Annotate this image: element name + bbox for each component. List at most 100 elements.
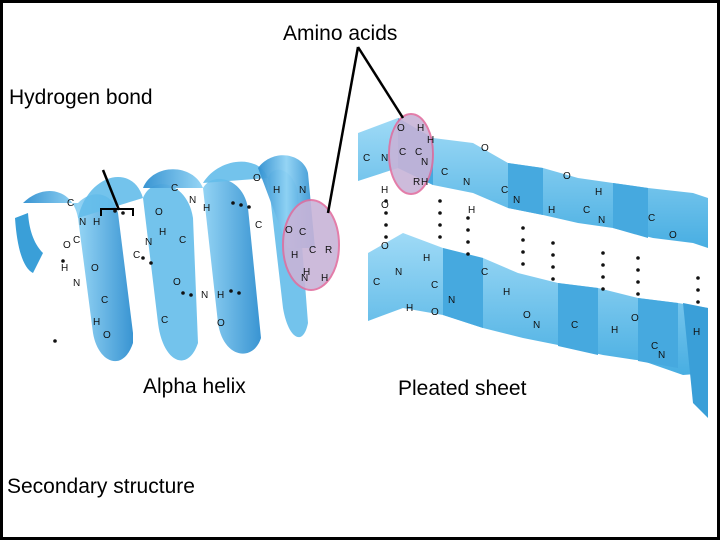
- atom-label: H: [159, 227, 166, 238]
- atom-label: O: [217, 318, 225, 329]
- atom-label: H: [93, 217, 100, 228]
- atom-label: C: [363, 153, 370, 164]
- atom-label: C: [583, 205, 590, 216]
- helix-hydrogen-bond-dots: [53, 201, 251, 343]
- atom-label: R: [325, 245, 332, 256]
- pleated-sheet-ribbons: [358, 118, 708, 418]
- atom-label: N: [381, 153, 388, 164]
- atom-label: N: [189, 195, 196, 206]
- atom-label: N: [301, 273, 308, 284]
- atom-label: O: [397, 123, 405, 134]
- atom-label: H: [421, 177, 428, 188]
- atom-label: O: [285, 225, 293, 236]
- alpha-helix-ribbon: [15, 155, 315, 362]
- atom-label: H: [468, 205, 475, 216]
- atom-label: H: [217, 290, 224, 301]
- atom-label: N: [463, 177, 470, 188]
- atom-label: N: [658, 350, 665, 361]
- atom-label: C: [73, 235, 80, 246]
- atom-label: N: [145, 237, 152, 248]
- atom-label: H: [303, 267, 310, 278]
- secondary-structure-label: Secondary structure: [7, 475, 195, 498]
- hydrogen-bond-bracket: [100, 208, 134, 216]
- atom-label: O: [155, 207, 163, 218]
- atom-label: H: [417, 123, 424, 134]
- atom-label: O: [63, 240, 71, 251]
- atom-label: H: [61, 263, 68, 274]
- atom-label: H: [693, 327, 700, 338]
- atom-label: N: [513, 195, 520, 206]
- atom-label: C: [431, 280, 438, 291]
- atom-label: N: [421, 157, 428, 168]
- atom-label: C: [648, 213, 655, 224]
- atom-label: C: [501, 185, 508, 196]
- alpha-helix-label: Alpha helix: [143, 375, 246, 398]
- amino-acid-highlight-sheet: [388, 113, 434, 195]
- atom-label: O: [173, 277, 181, 288]
- atom-label: C: [441, 167, 448, 178]
- atom-label: H: [273, 185, 280, 196]
- atom-label: H: [503, 287, 510, 298]
- atom-label: C: [67, 198, 74, 209]
- atom-label: H: [203, 203, 210, 214]
- sheet-hydrogen-bond-dots: [384, 199, 700, 304]
- atom-label: H: [423, 253, 430, 264]
- atom-label: O: [631, 313, 639, 324]
- atom-label: N: [598, 215, 605, 226]
- atom-label: N: [533, 320, 540, 331]
- atom-label: O: [481, 143, 489, 154]
- atom-label: C: [171, 183, 178, 194]
- hydrogen-bond-label: Hydrogen bond: [9, 86, 153, 109]
- atom-label: H: [548, 205, 555, 216]
- amino-acids-label: Amino acids: [283, 22, 398, 45]
- atom-label: O: [253, 173, 261, 184]
- pleated-sheet-label: Pleated sheet: [398, 377, 527, 400]
- atom-label: H: [595, 187, 602, 198]
- atom-label: N: [299, 185, 306, 196]
- atom-label: C: [101, 295, 108, 306]
- atom-label: O: [91, 263, 99, 274]
- hydrogen-bond-pointer: [101, 169, 121, 211]
- atom-label: C: [415, 147, 422, 158]
- atom-label: H: [93, 317, 100, 328]
- atom-label: C: [399, 147, 406, 158]
- atom-label: N: [448, 295, 455, 306]
- atom-label: H: [406, 303, 413, 314]
- atom-label: C: [133, 250, 140, 261]
- atom-label: C: [481, 267, 488, 278]
- atom-label: H: [381, 185, 388, 196]
- atom-label: H: [291, 250, 298, 261]
- atom-label: O: [381, 200, 389, 211]
- atom-label: O: [381, 241, 389, 252]
- atom-label: N: [73, 278, 80, 289]
- atom-label: H: [427, 135, 434, 146]
- atom-label: C: [161, 315, 168, 326]
- atom-label: O: [431, 307, 439, 318]
- atom-label: C: [571, 320, 578, 331]
- atom-label: C: [309, 245, 316, 256]
- atom-label: H: [611, 325, 618, 336]
- atom-label: C: [651, 341, 658, 352]
- atom-label: N: [79, 217, 86, 228]
- atom-label: N: [201, 290, 208, 301]
- atom-label: C: [373, 277, 380, 288]
- atom-label: R: [413, 177, 420, 188]
- atom-label: C: [299, 227, 306, 238]
- atom-label: O: [563, 171, 571, 182]
- atom-label: C: [179, 235, 186, 246]
- amino-acid-pointer-helix: [326, 46, 360, 214]
- atom-label: O: [103, 330, 111, 341]
- atom-label: H: [321, 273, 328, 284]
- atom-label: C: [255, 220, 262, 231]
- atom-label: N: [395, 267, 402, 278]
- atom-label: O: [669, 230, 677, 241]
- atom-label: O: [523, 310, 531, 321]
- amino-acid-pointer-sheet: [356, 46, 405, 119]
